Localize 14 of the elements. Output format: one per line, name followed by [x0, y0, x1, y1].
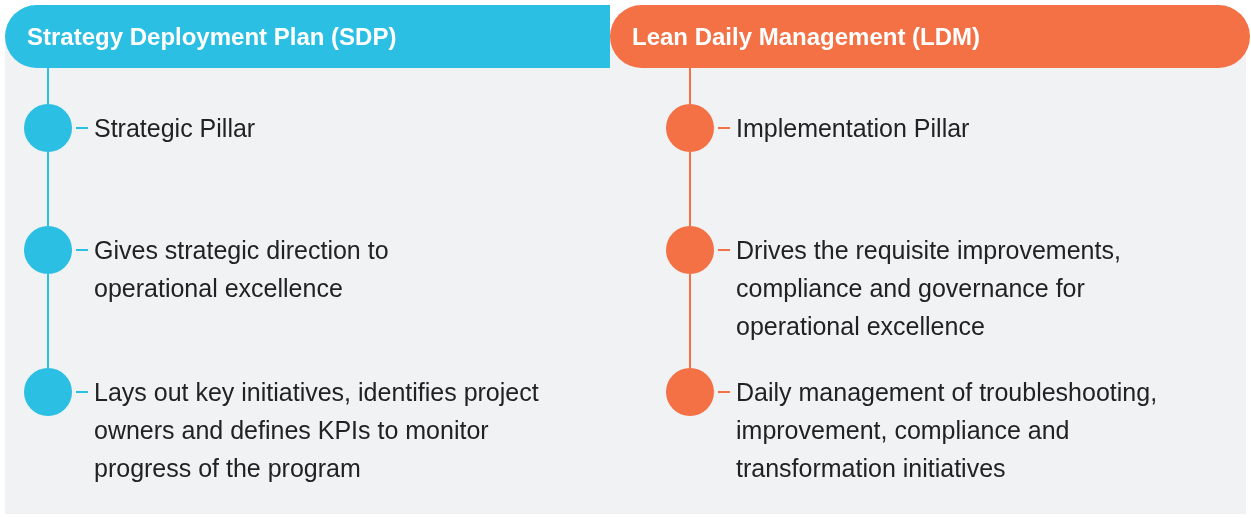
description-text: Gives strategic direction to operational excellence — [94, 235, 390, 304]
connector-line — [47, 67, 49, 105]
section-header: Strategy Deployment Plan (SDP) — [5, 5, 610, 68]
connector-line — [689, 151, 691, 227]
connector-line — [689, 273, 691, 369]
description-text: Daily management of troubleshooting, improvement, compliance and transformation initiatives — [736, 377, 1159, 484]
description-text: Implementation Pillar — [736, 113, 971, 144]
description-text: Drives the requisite improvements, compliance and governance for operational excellence — [736, 235, 1122, 342]
section-header: Lean Daily Management (LDM) — [610, 5, 1250, 68]
connector-line — [47, 273, 49, 369]
connector-line — [47, 151, 49, 227]
description-text: Lays out key initiatives, identifies project owners and defines KPIs to monitor progress of the program — [94, 377, 540, 484]
description-text: Strategic Pillar — [94, 113, 257, 144]
connector-line — [689, 67, 691, 105]
